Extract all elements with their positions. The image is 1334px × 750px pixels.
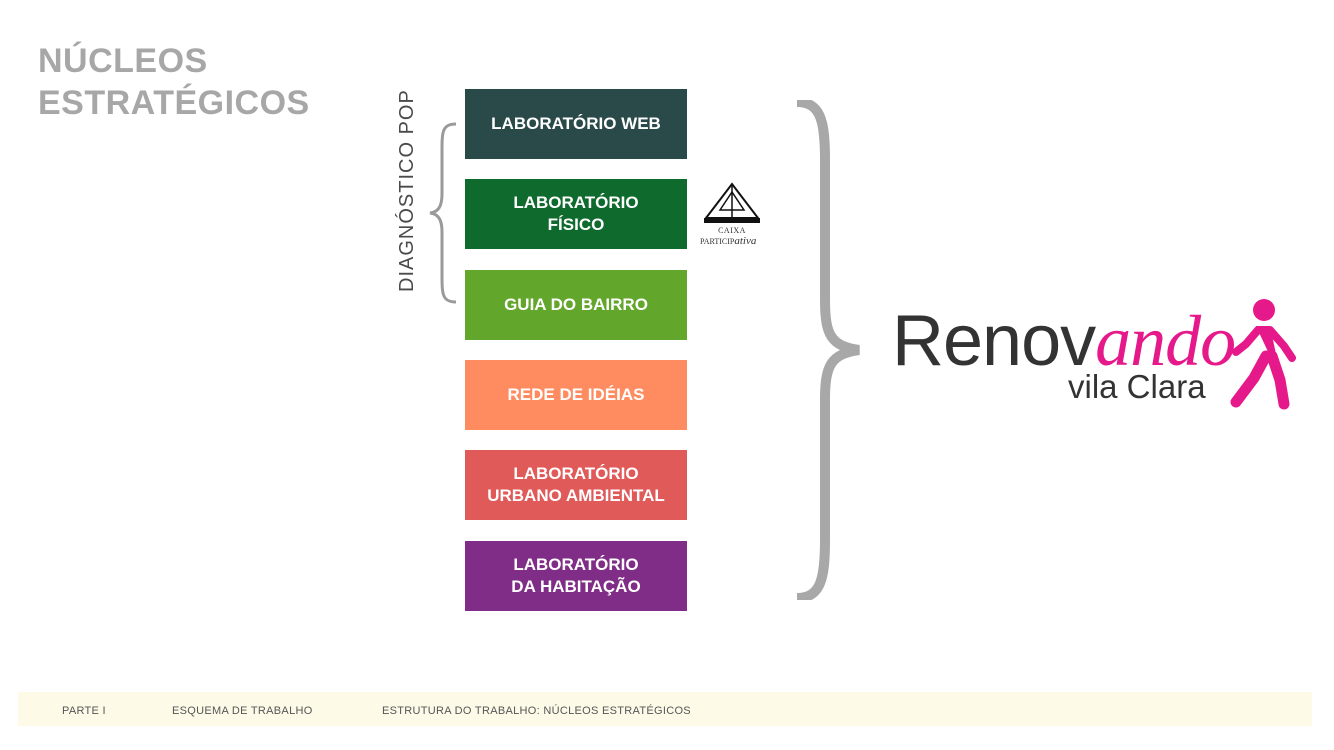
footer-part: PARTE I [62, 705, 106, 717]
box-label: LABORATÓRIO WEB [491, 114, 661, 133]
box-laboratorio-web: LABORATÓRIO WEB [465, 89, 687, 159]
small-left-brace [429, 122, 457, 304]
box-laboratorio-da-habitacao: LABORATÓRIO DA HABITAÇÃO [465, 541, 687, 611]
walking-person-icon [1230, 299, 1296, 410]
ballot-box-icon [703, 182, 761, 223]
page-title: NÚCLEOS ESTRATÉGICOS [38, 40, 310, 124]
logo-wordmark: Renovando [892, 301, 1236, 381]
box-guia-do-bairro: GUIA DO BAIRRO [465, 270, 687, 340]
title-line-2: ESTRATÉGICOS [38, 84, 310, 122]
renovando-vila-clara-logo: Renovando vila Clara [892, 296, 1302, 416]
caixa-participativa-logo: CAIXA PARTICIPativa [700, 180, 780, 250]
footer-bar: PARTE I ESQUEMA DE TRABALHO ESTRUTURA DO… [18, 692, 1312, 726]
box-label: LABORATÓRIO URBANO AMBIENTAL [487, 464, 665, 505]
box-label: GUIA DO BAIRRO [504, 295, 648, 314]
box-label: REDE DE IDÉIAS [507, 385, 645, 404]
title-line-1: NÚCLEOS [38, 42, 208, 80]
box-laboratorio-fisico: LABORATÓRIO FÍSICO [465, 179, 687, 249]
caixa-line-2: PARTICIPativa [700, 235, 757, 247]
box-rede-de-ideias: REDE DE IDÉIAS [465, 360, 687, 430]
large-right-brace [796, 100, 860, 600]
footer-schema: ESQUEMA DE TRABALHO [172, 705, 313, 717]
diagnostico-pop-label: DIAGNÓSTICO POP [396, 89, 418, 292]
box-laboratorio-urbano-ambiental: LABORATÓRIO URBANO AMBIENTAL [465, 450, 687, 520]
caixa-line-1: CAIXA [718, 226, 746, 235]
logo-subtitle: vila Clara [1068, 368, 1206, 405]
box-label: LABORATÓRIO DA HABITAÇÃO [511, 555, 641, 596]
footer-structure: ESTRUTURA DO TRABALHO: NÚCLEOS ESTRATÉGI… [382, 705, 691, 717]
box-label: LABORATÓRIO FÍSICO [513, 193, 639, 234]
